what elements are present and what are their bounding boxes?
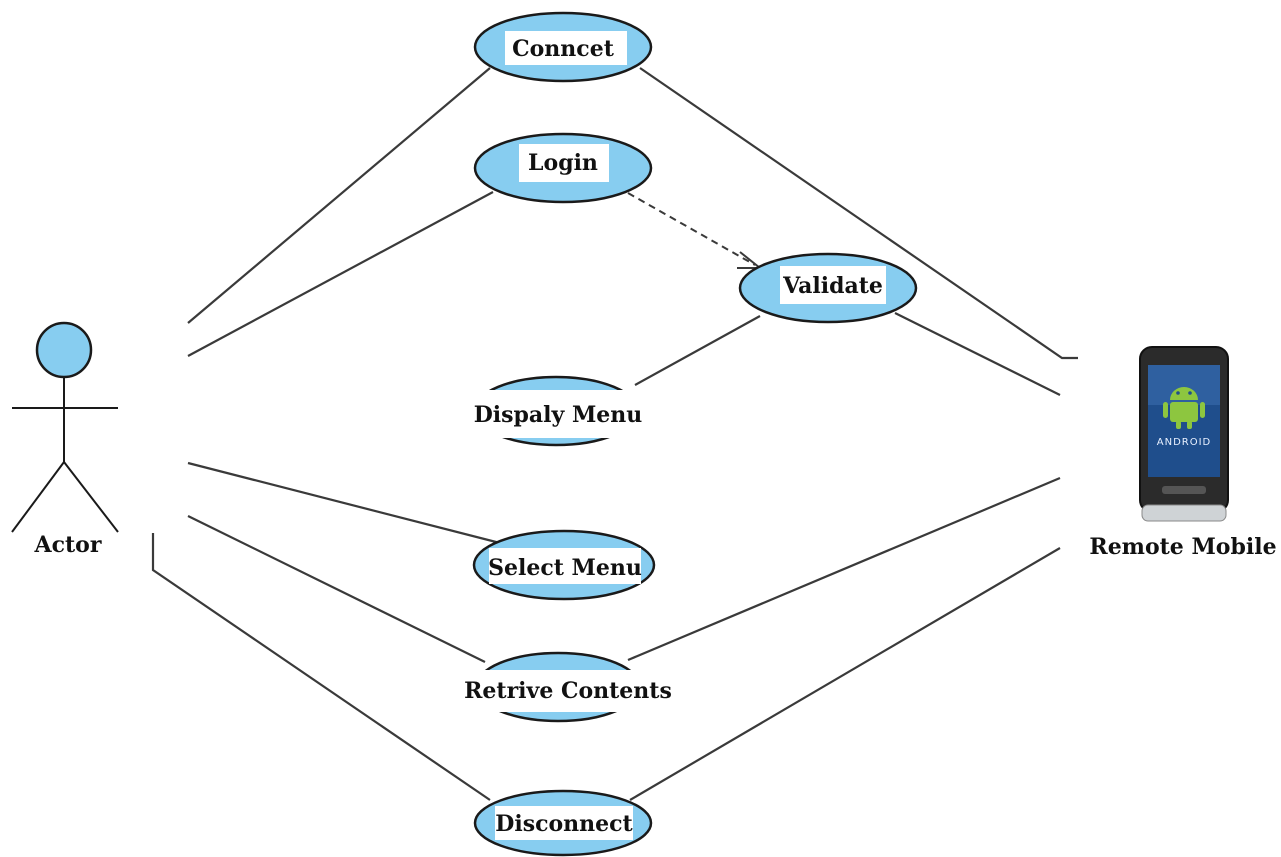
use-case-retrieve-contents-label: Retrive Contents bbox=[464, 678, 672, 704]
phone-buttons bbox=[1162, 486, 1206, 494]
association-lines bbox=[151, 67, 1078, 801]
mobile-disconnect-line bbox=[629, 547, 1061, 801]
use-case-disconnect-label-bg bbox=[495, 806, 633, 840]
use-case-display-menu-label-bg bbox=[470, 390, 646, 438]
actor-right-leg bbox=[63, 461, 119, 533]
mobile-connect-line bbox=[639, 67, 1078, 360]
actor: Actor bbox=[11, 321, 119, 558]
use-case-connect-label: Conncet bbox=[512, 36, 615, 62]
validate-display-menu-line bbox=[634, 315, 761, 386]
use-case-select-menu: Select Menu bbox=[472, 529, 656, 601]
actor-login-line bbox=[187, 191, 494, 357]
use-case-select-menu-label: Select Menu bbox=[488, 555, 642, 581]
use-case-display-menu: Dispaly Menu bbox=[470, 375, 646, 447]
use-case-connect-label-bg bbox=[505, 31, 627, 65]
use-case-login: Login bbox=[473, 132, 653, 204]
use-case-login-label-bg bbox=[519, 144, 609, 182]
use-case-validate-label: Validate bbox=[782, 273, 883, 299]
actor-disconnect-line bbox=[151, 533, 491, 801]
mobile-validate-line bbox=[894, 312, 1061, 396]
android-logo-icon bbox=[1163, 387, 1205, 429]
dependency-arrowhead bbox=[737, 251, 763, 269]
phone-base bbox=[1141, 504, 1227, 522]
use-case-connect: Conncet bbox=[473, 11, 653, 83]
use-case-display-menu-label: Dispaly Menu bbox=[474, 402, 643, 428]
actor-select-menu-line bbox=[187, 461, 501, 545]
actor-retrieve-contents-line bbox=[187, 515, 486, 663]
use-case-disconnect: Disconnect bbox=[473, 789, 653, 857]
actor-connect-line bbox=[187, 67, 491, 324]
remote-mobile: ANDROID Remote Mobile bbox=[1089, 346, 1277, 560]
actor-head bbox=[35, 321, 93, 379]
actor-left-leg bbox=[11, 461, 65, 533]
mobile-retrieve-contents-line bbox=[627, 476, 1061, 662]
login-validate-dependency bbox=[627, 192, 763, 269]
phone-screen-label: ANDROID bbox=[1157, 437, 1212, 448]
use-case-select-menu-label-bg bbox=[489, 548, 641, 584]
use-case-validate: Validate bbox=[738, 252, 918, 324]
use-case-validate-label-bg bbox=[780, 266, 886, 304]
use-case-retrieve-contents-label-bg bbox=[464, 670, 670, 712]
use-case-disconnect-label: Disconnect bbox=[495, 811, 633, 837]
remote-mobile-label: Remote Mobile bbox=[1089, 534, 1276, 560]
actor-label: Actor bbox=[34, 532, 102, 558]
use-case-login-label: Login bbox=[528, 150, 598, 176]
use-case-retrieve-contents: Retrive Contents bbox=[464, 651, 672, 723]
dependency-dashed-line bbox=[627, 192, 756, 266]
